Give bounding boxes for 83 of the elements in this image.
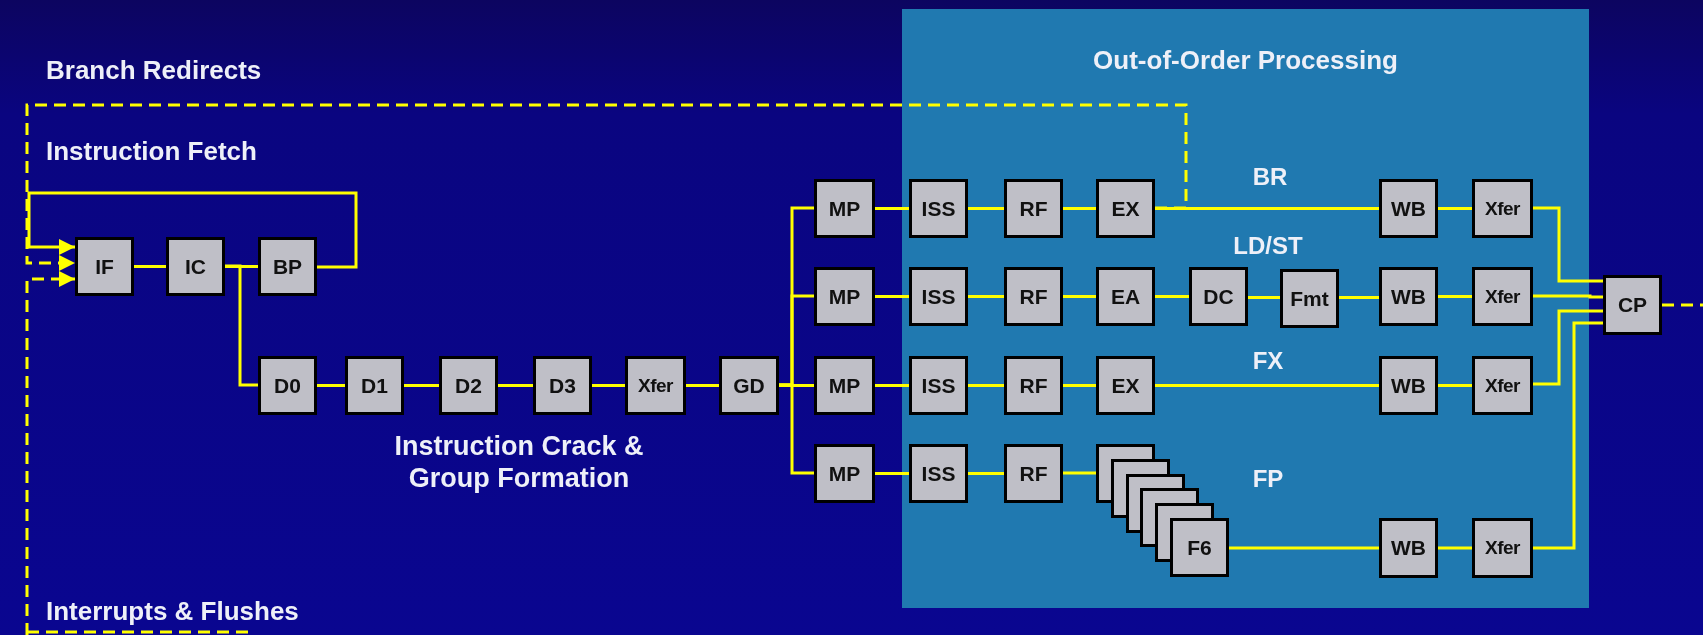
connector — [498, 384, 533, 387]
stage-box: EX — [1096, 179, 1155, 238]
stage-box: MP — [814, 444, 875, 503]
panel-heading: Out-of-Order Processing — [1092, 45, 1399, 76]
connector — [1063, 471, 1096, 475]
stage-box: Xfer — [1472, 179, 1533, 238]
connector — [875, 472, 909, 475]
section-label: Instruction Crack & Group Formation — [393, 430, 645, 495]
stage-box: MP — [814, 179, 875, 238]
connector — [1438, 295, 1472, 298]
connector — [875, 384, 909, 387]
connector — [875, 295, 909, 298]
stage-box: MP — [814, 267, 875, 326]
stacked-stage-boxes: F6 — [1096, 444, 1229, 577]
stage-box: RF — [1004, 356, 1063, 415]
processing-panel — [902, 9, 1589, 608]
connector — [1438, 546, 1472, 550]
connector — [1339, 296, 1379, 299]
connector — [1533, 321, 1603, 550]
dashed-connector — [1662, 303, 1703, 307]
connector — [968, 207, 1004, 210]
stage-box: DC — [1189, 267, 1248, 326]
stage-box: ISS — [909, 444, 968, 503]
section-label: FX — [1251, 347, 1285, 376]
connector — [1438, 207, 1472, 210]
stage-box: IF — [75, 237, 134, 296]
stage-box: MP — [814, 356, 875, 415]
dashed-connector — [25, 271, 75, 635]
stage-box: ISS — [909, 179, 968, 238]
section-label: Branch Redirects — [46, 55, 262, 87]
section-label: Instruction Fetch — [46, 136, 257, 168]
connector — [968, 472, 1004, 475]
connector — [134, 265, 166, 268]
stage-box: D3 — [533, 356, 592, 415]
stage-box: BP — [258, 237, 317, 296]
connector — [404, 384, 439, 387]
connector — [1063, 384, 1096, 387]
stage-box: Xfer — [625, 356, 686, 415]
connector — [1063, 207, 1096, 210]
connector — [1155, 384, 1379, 387]
stage-box: EA — [1096, 267, 1155, 326]
stage-box: CP — [1603, 275, 1662, 335]
stage-box: WB — [1379, 179, 1438, 238]
connector — [592, 384, 625, 387]
dashed-connector — [25, 103, 1188, 271]
stage-box: Xfer — [1472, 518, 1533, 578]
section-label: Interrupts & Flushes — [46, 596, 299, 628]
connector — [686, 384, 719, 387]
stage-box: IC — [166, 237, 225, 296]
stage-box: ISS — [909, 267, 968, 326]
connector — [1438, 384, 1472, 387]
connector — [1063, 295, 1096, 298]
connector — [968, 295, 1004, 298]
connector — [1533, 206, 1603, 283]
section-label: BR — [1251, 163, 1289, 192]
connector — [1155, 295, 1189, 298]
stage-box: Fmt — [1280, 269, 1339, 328]
connector — [317, 384, 345, 387]
connector — [225, 264, 258, 387]
stage-box: RF — [1004, 444, 1063, 503]
stage-box: EX — [1096, 356, 1155, 415]
stage-box: D0 — [258, 356, 317, 415]
stage-box: Xfer — [1472, 356, 1533, 415]
stage-box: RF — [1004, 179, 1063, 238]
stage-box: GD — [719, 356, 779, 415]
stage-box: Xfer — [1472, 267, 1533, 326]
stage-box: WB — [1379, 518, 1438, 578]
section-label: LD/ST — [1232, 232, 1304, 261]
connector — [875, 207, 909, 210]
stage-box: D2 — [439, 356, 498, 415]
connector — [1229, 546, 1379, 550]
stage-box: WB — [1379, 267, 1438, 326]
connector — [1248, 296, 1280, 299]
connector — [1533, 294, 1603, 299]
stage-box: D1 — [345, 356, 404, 415]
connector — [968, 384, 1004, 387]
connector — [779, 383, 814, 475]
connector — [1533, 309, 1603, 386]
connector — [27, 191, 358, 269]
stage-box: ISS — [909, 356, 968, 415]
stage-box: RF — [1004, 267, 1063, 326]
stage-box: WB — [1379, 356, 1438, 415]
section-label: FP — [1251, 465, 1285, 494]
